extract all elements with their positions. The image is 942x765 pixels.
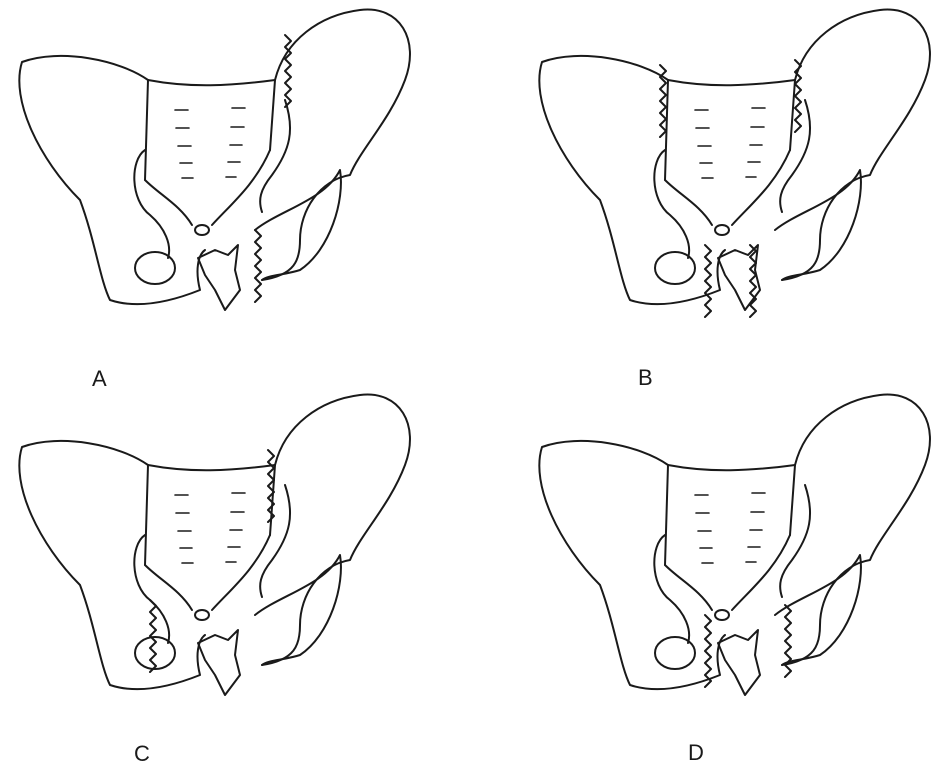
panel-label-b: B bbox=[638, 365, 653, 390]
panel-label-a: A bbox=[92, 366, 107, 391]
panel-d bbox=[539, 395, 930, 695]
panel-c bbox=[19, 395, 410, 695]
panel-label-d: D bbox=[688, 740, 704, 765]
panel-label-c: C bbox=[134, 741, 150, 765]
panel-b bbox=[539, 10, 930, 317]
panel-a bbox=[19, 10, 410, 310]
